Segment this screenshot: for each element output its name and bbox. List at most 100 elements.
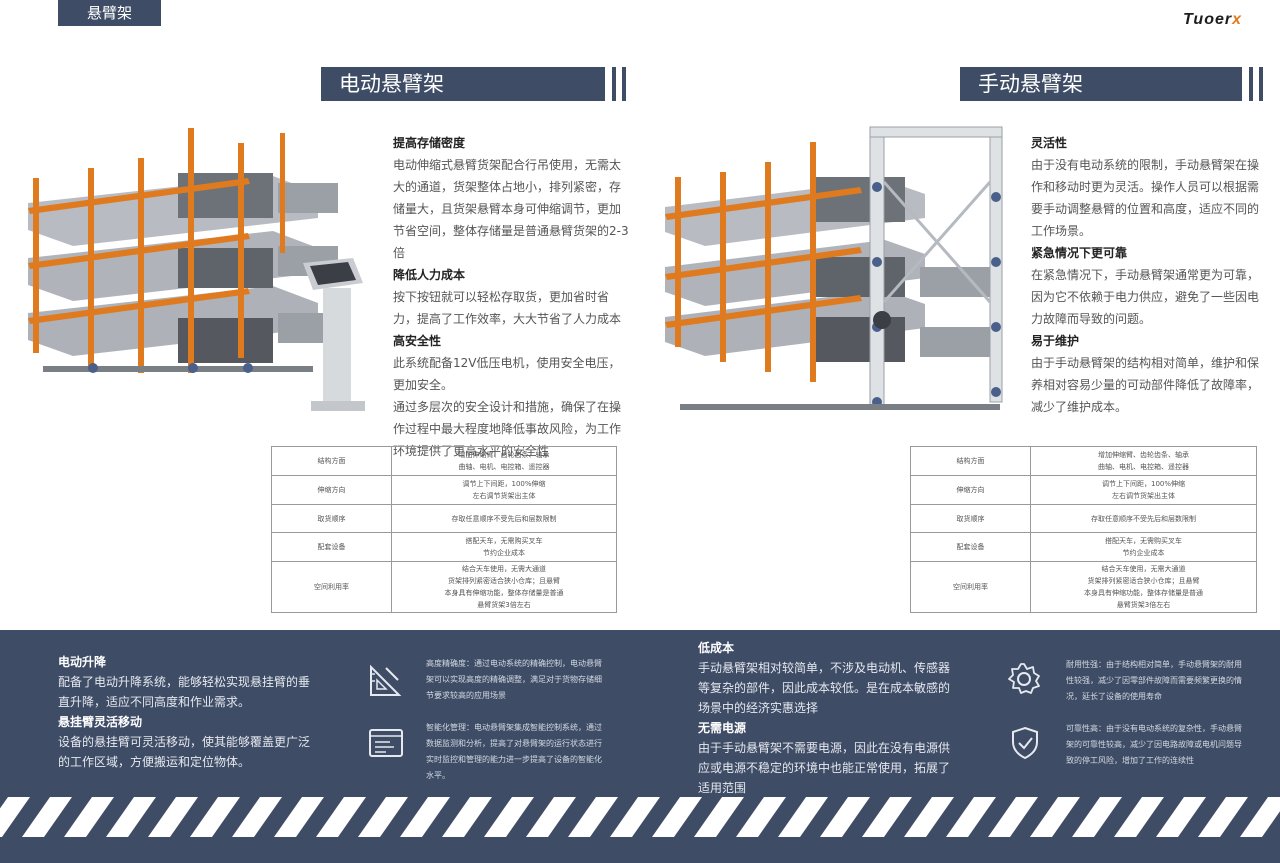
stripe [358, 797, 408, 837]
brand-accent: x [1232, 11, 1242, 28]
spec-key: 取货顺序 [271, 504, 392, 533]
feature-text: 按下按钮就可以轻松存取货，更加省时省力，提高了工作效率，大大节省了人力成本 [393, 290, 622, 326]
advantage-heading: 悬挂臂灵活移动 [58, 715, 143, 729]
manual-section-title: 手动悬臂架 [960, 67, 1242, 101]
stripe [484, 797, 534, 837]
feature-text: 在紧急情况下，手动悬臂架通常更为可靠，因为它不依赖于电力供应，避免了一些因电力故… [1031, 268, 1260, 326]
spec-value: 结合天车使用，无需大通道货架排列紧密适合狭小仓库；且悬臂本身具有伸缩功能，整体存… [391, 561, 617, 613]
feature-heading: 降低人力成本 [393, 268, 466, 282]
category-tab: 悬臂架 [58, 0, 161, 26]
stripe [400, 797, 450, 837]
stripe [1030, 797, 1080, 837]
manual-features: 灵活性 由于没有电动系统的限制，手动悬臂架在操作和移动时更为灵活。操作人员可以根… [1031, 132, 1259, 418]
stripe [736, 797, 786, 837]
feature-text: 此系统配备12V低压电机，使用安全电压，更加安全。 [393, 356, 621, 392]
feature-heading: 灵活性 [1031, 136, 1068, 150]
stripe [946, 797, 996, 837]
hand-wheel [873, 311, 891, 329]
stripe [316, 797, 366, 837]
stripe [22, 797, 72, 837]
manual-spec-table: 结构方面增加伸缩臂、齿轮齿条、轴承曲轴、电机、电控箱、遥控器 伸缩方向调节上下间… [910, 446, 1257, 613]
brand-main: Tuoer [1182, 11, 1233, 28]
stripe [610, 797, 660, 837]
stripe [1114, 797, 1164, 837]
stripe [568, 797, 618, 837]
table-row: 空间利用率结合天车使用，无需大通道货架排列紧密适合狭小仓库；且悬臂本身具有伸缩功… [910, 561, 1257, 613]
table-row: 空间利用率结合天车使用，无需大通道货架排列紧密适合狭小仓库；且悬臂本身具有伸缩功… [271, 561, 617, 613]
table-row: 结构方面增加伸缩臂、齿轮齿条、轴承曲轴、电机、电控箱、遥控器 [910, 446, 1257, 476]
table-row: 伸缩方向调节上下间距，100%伸缩左右调节货架出主体 [271, 475, 617, 505]
stripe [694, 797, 744, 837]
durability-text: 耐用性强：由于结构相对简单，手动悬臂架的耐用性较强，减少了因零部件故障而需要频繁… [1066, 660, 1242, 701]
manual-rack-image [665, 126, 1003, 410]
spec-value: 存取任意顺序不受先后和层数限制 [1030, 504, 1257, 533]
rack-levels [28, 173, 338, 363]
advantage-heading: 电动升降 [58, 655, 107, 669]
smart-text: 智能化管理：电动悬臂架集成智能控制系统，通过数据监测和分析，提高了对悬臂架的运行… [426, 723, 602, 780]
spec-key: 伸缩方向 [910, 475, 1031, 505]
stripe [190, 797, 240, 837]
spec-value: 调节上下间距，100%伸缩左右调节货架出主体 [1030, 475, 1257, 505]
manual-advantages: 低成本 手动悬臂架相对较简单，不涉及电动机、传感器等复杂的部件，因此成本较低。是… [698, 638, 960, 798]
spec-value: 搭配天车，无需购买叉车节约企业成本 [391, 532, 617, 562]
stripe [0, 797, 30, 837]
spec-key: 结构方面 [271, 446, 392, 476]
brand-logo: Tuoerx [1183, 11, 1242, 29]
spec-key: 空间利用率 [910, 561, 1031, 613]
table-row: 配套设备搭配天车，无需购买叉车节约企业成本 [271, 532, 617, 562]
precision-text: 高度精确度：通过电动系统的精确控制，电动悬臂架可以实现高度的精确调整，满足对于货… [426, 659, 602, 700]
rack-orange-uprights [665, 142, 862, 382]
feature-text: 由于手动悬臂架的结构相对简单，维护和保养相对容易少量的可动部件降低了故障率，减少… [1031, 356, 1260, 414]
spec-value: 搭配天车，无需购买叉车节约企业成本 [1030, 532, 1257, 562]
stripe [148, 797, 198, 837]
dashboard-panel-icon [369, 729, 403, 757]
electric-spec-table: 结构方面增加伸缩臂、齿轮齿条、轴承曲轴、电机、电控箱、遥控器 伸缩方向调节上下间… [271, 446, 617, 613]
spec-key: 取货顺序 [910, 504, 1031, 533]
stripe [652, 797, 702, 837]
reliability-text: 可靠性高：由于没有电动系统的复杂性，手动悬臂架的可靠性较高，减少了因电路故障或电… [1066, 724, 1242, 765]
spec-value: 增加伸缩臂、齿轮齿条、轴承曲轴、电机、电控箱、遥控器 [391, 446, 617, 476]
stripe [1198, 797, 1248, 837]
electric-rack-image [28, 128, 365, 411]
hazard-stripes [0, 797, 1280, 837]
stripe [988, 797, 1038, 837]
stripe [1156, 797, 1206, 837]
spec-value: 增加伸缩臂、齿轮齿条、轴承曲轴、电机、电控箱、遥控器 [1030, 446, 1257, 476]
rack-orange-uprights [28, 128, 285, 373]
stripe [820, 797, 870, 837]
advantage-text: 配备了电动升降系统，能够轻松实现悬挂臂的垂直升降，适应不同高度和作业需求。 [58, 675, 311, 709]
feature-heading: 高安全性 [393, 334, 442, 348]
advantage-heading: 低成本 [698, 641, 735, 655]
advantage-heading: 无需电源 [698, 721, 747, 735]
stripe [778, 797, 828, 837]
gear-icon [1008, 663, 1040, 694]
title-bars-right [1249, 67, 1263, 101]
spec-value: 调节上下间距，100%伸缩左右调节货架出主体 [391, 475, 617, 505]
spec-key: 结构方面 [910, 446, 1031, 476]
rack-base [43, 363, 313, 373]
stripe [862, 797, 912, 837]
advantage-text: 设备的悬挂臂可灵活移动，使其能够覆盖更广泛的工作区域，方便搬运和定位物体。 [58, 735, 311, 769]
stripe [64, 797, 114, 837]
advantage-text: 手动悬臂架相对较简单，不涉及电动机、传感器等复杂的部件，因此成本较低。是在成本敏… [698, 661, 951, 715]
stripe [526, 797, 576, 837]
stripe [442, 797, 492, 837]
spec-key: 空间利用率 [271, 561, 392, 613]
spec-value: 结合天车使用，无需大通道货架排列紧密适合狭小仓库；且悬臂本身具有伸缩功能，整体存… [1030, 561, 1257, 613]
feature-heading: 易于维护 [1031, 334, 1080, 348]
table-row: 结构方面增加伸缩臂、齿轮齿条、轴承曲轴、电机、电控箱、遥控器 [271, 446, 617, 476]
feature-heading: 紧急情况下更可靠 [1031, 246, 1128, 260]
electric-advantages: 电动升降 配备了电动升降系统，能够轻松实现悬挂臂的垂直升降，适应不同高度和作业需… [58, 652, 320, 772]
table-row: 配套设备搭配天车，无需购买叉车节约企业成本 [910, 532, 1257, 562]
table-row: 取货顺序存取任意顺序不受先后和层数限制 [271, 504, 617, 533]
bottom-banner: 电动升降 配备了电动升降系统，能够轻松实现悬挂臂的垂直升降，适应不同高度和作业需… [0, 630, 1280, 863]
control-kiosk [303, 258, 365, 411]
stripe [1240, 797, 1280, 837]
stripe [232, 797, 282, 837]
electric-features: 提高存储密度 电动伸缩式悬臂货架配合行吊使用，无需太大的通道，货架整体占地小，排… [393, 132, 631, 462]
stripe [106, 797, 156, 837]
stripe [904, 797, 954, 837]
table-row: 伸缩方向调节上下间距，100%伸缩左右调节货架出主体 [910, 475, 1257, 505]
feature-text: 由于没有电动系统的限制，手动悬臂架在操作和移动时更为灵活。操作人员可以根据需要手… [1031, 158, 1260, 238]
spec-key: 配套设备 [910, 532, 1031, 562]
